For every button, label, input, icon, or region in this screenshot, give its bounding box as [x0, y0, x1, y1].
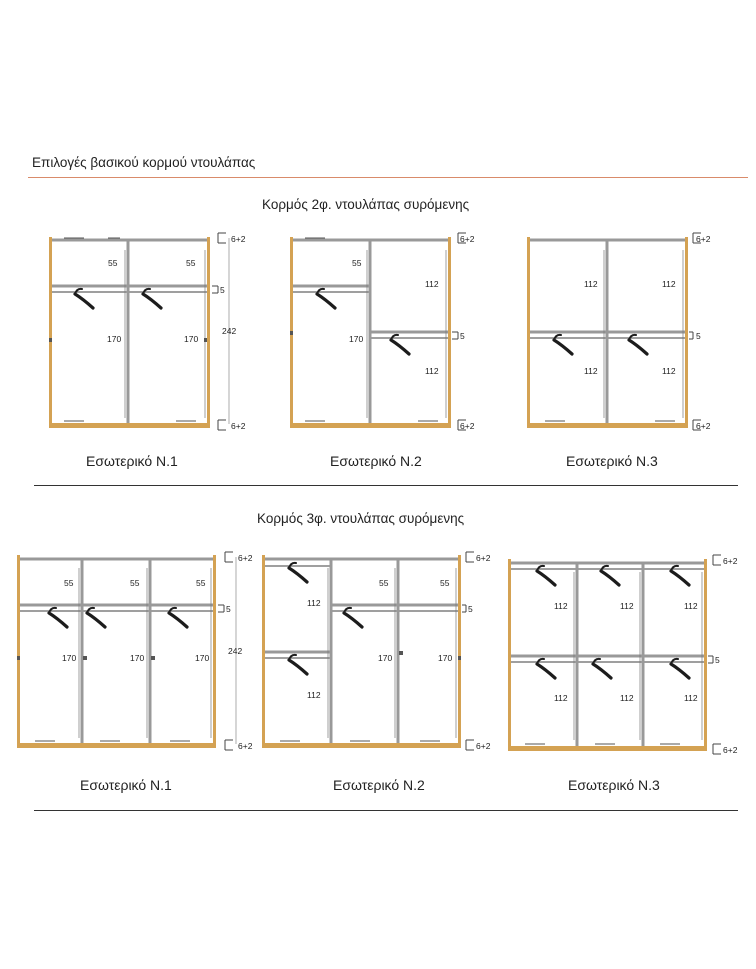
dimension-label: 5	[226, 604, 231, 614]
total-height-label: 242	[222, 326, 236, 336]
dimension-label: 112	[662, 366, 676, 376]
dimension-label: 55	[186, 258, 196, 268]
dimension-label: 55	[108, 258, 118, 268]
dimension-label: 170	[62, 653, 76, 663]
dimension-label: 170	[195, 653, 209, 663]
dimension-label: 6+2	[723, 745, 738, 755]
caption-2door-n3: Εσωτερικό Ν.3	[566, 453, 658, 469]
dimension-label: 6+2	[723, 556, 738, 566]
dimension-label: 55	[196, 578, 206, 588]
dimension-label: 6+2	[460, 234, 475, 244]
section-separator	[34, 485, 738, 486]
dimension-label: 6+2	[231, 234, 246, 244]
dimension-label: 170	[378, 653, 392, 663]
dimension-label: 170	[107, 334, 121, 344]
dimension-label: 112	[584, 366, 598, 376]
dimension-label: 5	[715, 655, 720, 665]
dimension-label: 170	[184, 334, 198, 344]
dimension-label: 6+2	[696, 234, 711, 244]
dimension-label: 170	[438, 653, 452, 663]
dimension-label: 112	[425, 366, 439, 376]
section-title-3-door: Κορμός 3φ. ντουλάπας συρόμενης	[257, 511, 465, 526]
wardrobe-3door-n2: 112 112 55 55 170 170 6+2 5 6+2	[262, 551, 491, 751]
dimension-label: 55	[352, 258, 362, 268]
dimension-label: 112	[307, 690, 321, 700]
dimension-label: 6+2	[696, 421, 711, 431]
dimension-label: 170	[349, 334, 363, 344]
dimension-label: 55	[440, 578, 450, 588]
dimension-label: 112	[554, 693, 568, 703]
page-title: Επιλογές βασικού κορμού ντουλάπας	[32, 155, 256, 170]
dimension-label: 5	[468, 604, 473, 614]
dimension-label: 112	[684, 693, 698, 703]
dimension-label: 6+2	[238, 741, 253, 751]
dimension-label: 112	[662, 279, 676, 289]
dimension-label: 55	[379, 578, 389, 588]
dimension-label: 112	[425, 279, 439, 289]
caption-3door-n1: Εσωτερικό Ν.1	[80, 777, 172, 793]
caption-2door-n2: Εσωτερικό Ν.2	[330, 453, 422, 469]
dimension-label: 55	[64, 578, 74, 588]
dimension-label: 112	[584, 279, 598, 289]
wardrobe-3door-n1: 55 55 55 170 170 170 6+2 5 6+2 242	[17, 551, 253, 751]
wardrobe-2door-n3: 112 112 112 112 6+2 5 6+2	[527, 232, 711, 431]
total-height-label: 242	[228, 646, 242, 656]
dimension-label: 5	[696, 331, 701, 341]
caption-2door-n1: Εσωτερικό Ν.1	[86, 453, 178, 469]
dimension-label: 5	[220, 285, 225, 295]
dimension-label: 112	[620, 601, 634, 611]
dimension-label: 6+2	[238, 553, 253, 563]
section-separator	[34, 810, 738, 811]
wardrobe-2door-n2: 55 170 112 112 6+2 5 6+2	[290, 232, 475, 431]
dimension-label: 6+2	[231, 421, 246, 431]
title-divider	[28, 177, 748, 178]
wardrobe-2door-n1: 55 55 170 170 6+2 5 6+2 242	[49, 232, 246, 431]
dimension-label: 170	[130, 653, 144, 663]
dimension-label: 112	[620, 693, 634, 703]
dimension-label: 6+2	[460, 421, 475, 431]
wardrobe-3door-n3: 112 112 112 112 112 112 6+2 5 6+2	[508, 554, 738, 755]
dimension-label: 55	[130, 578, 140, 588]
dimension-label: 112	[684, 601, 698, 611]
dimension-label: 6+2	[476, 553, 491, 563]
dimension-label: 5	[460, 331, 465, 341]
caption-3door-n3: Εσωτερικό Ν.3	[568, 777, 660, 793]
dimension-label: 6+2	[476, 741, 491, 751]
section-title-2-door: Κορμός 2φ. ντουλάπας συρόμενης	[262, 197, 470, 212]
dimension-label: 112	[307, 598, 321, 608]
dimension-label: 112	[554, 601, 568, 611]
caption-3door-n2: Εσωτερικό Ν.2	[333, 777, 425, 793]
